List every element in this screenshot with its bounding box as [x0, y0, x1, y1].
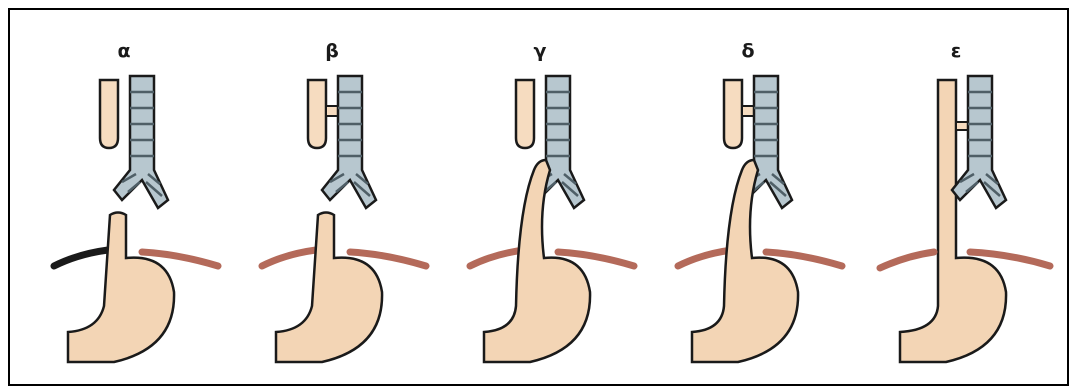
upper-esophagus-pouch [100, 80, 118, 148]
upper-esophagus-pouch [516, 80, 534, 148]
h-type-fistula [956, 122, 968, 130]
fistula-upper [742, 106, 754, 116]
diaphragm-left [678, 250, 732, 266]
atresia-illustration-delta [642, 10, 854, 388]
diaphragm-left [262, 250, 316, 266]
figure-frame: α β [8, 8, 1069, 386]
atresia-illustration-beta [226, 10, 438, 388]
fistula-upper [326, 106, 338, 116]
panel-delta: δ [642, 10, 854, 388]
diaphragm-left [470, 250, 524, 266]
diaphragm-left [880, 252, 934, 268]
stomach [68, 213, 174, 363]
panel-alpha: α [18, 10, 230, 388]
trachea [114, 76, 168, 208]
panel-epsilon: ε [850, 10, 1062, 388]
panel-beta: β [226, 10, 438, 388]
diaphragm-left [54, 250, 108, 266]
atresia-illustration-gamma [434, 10, 646, 388]
stomach [276, 213, 382, 363]
atresia-illustration-alpha [18, 10, 230, 388]
panel-gamma: γ [434, 10, 646, 388]
upper-esophagus-pouch [308, 80, 326, 148]
trachea [322, 76, 376, 208]
atresia-illustration-epsilon [850, 10, 1062, 388]
trachea [952, 76, 1006, 208]
upper-esophagus-pouch [724, 80, 742, 148]
